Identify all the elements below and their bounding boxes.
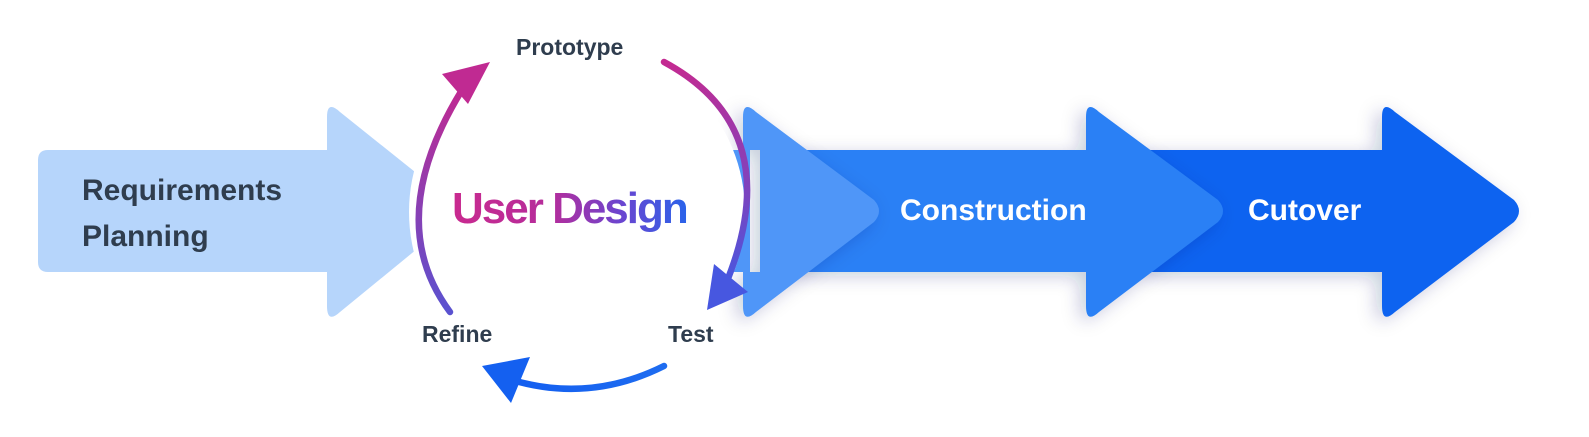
arrowhead-to-refine-icon bbox=[482, 357, 530, 403]
construction-label: Construction bbox=[900, 194, 1087, 227]
cutover-arrow bbox=[1150, 107, 1519, 317]
arrowhead-to-test-icon bbox=[707, 264, 748, 310]
user-design-label: User Design bbox=[452, 184, 689, 233]
requirements-label-line2: Planning bbox=[82, 220, 209, 253]
refine-to-prototype-arc bbox=[415, 86, 466, 316]
prototype-to-test-arc bbox=[660, 58, 751, 290]
cutover-label: Cutover bbox=[1248, 194, 1362, 227]
test-to-refine-arc bbox=[508, 362, 668, 393]
construction-arrow bbox=[800, 107, 1223, 317]
refine-label: Refine bbox=[422, 321, 493, 347]
requirements-planning-label: Requirements Planning bbox=[82, 168, 282, 260]
user-design-arrow bbox=[743, 107, 879, 317]
requirements-arrow bbox=[38, 107, 455, 317]
arrowhead-to-prototype-icon bbox=[442, 62, 490, 104]
user-design-circle bbox=[409, 44, 745, 380]
prototype-label: Prototype bbox=[516, 34, 624, 60]
requirements-label-line1: Requirements bbox=[82, 174, 283, 207]
test-label: Test bbox=[668, 321, 714, 347]
